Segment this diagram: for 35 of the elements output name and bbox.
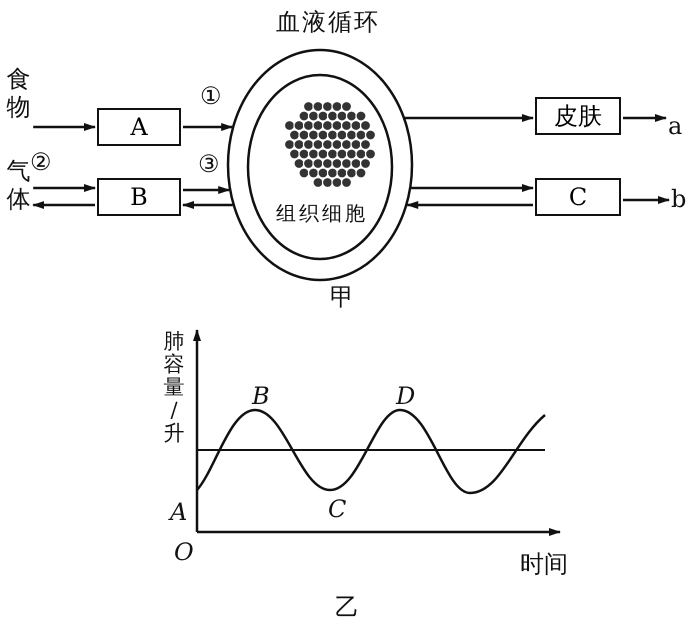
arrow (404, 114, 534, 122)
output-label: a (668, 114, 682, 138)
point-label: A (170, 500, 188, 524)
tissue-cell-circle (246, 73, 394, 261)
heading: 血液循环 (276, 10, 380, 34)
process-box: B (97, 178, 181, 216)
edge-label: ③ (198, 152, 220, 176)
origin-label: O (174, 540, 194, 564)
arrow (623, 196, 670, 204)
process-box: C (535, 178, 621, 216)
arrow (32, 201, 95, 209)
point-label: D (396, 384, 416, 408)
arrow (183, 186, 230, 194)
edge-label: ② (30, 150, 52, 174)
arrow (623, 114, 667, 122)
arrow (411, 184, 534, 192)
circulation-circle (226, 48, 414, 282)
point-label: B (252, 384, 270, 408)
circle-label: 组织细胞 (276, 203, 368, 223)
point-label: C (328, 497, 346, 521)
input-label: 气体 (6, 158, 32, 214)
output-label: b (671, 187, 686, 211)
process-box: A (97, 108, 181, 146)
arrow (406, 201, 533, 209)
organ-box: 皮肤 (535, 97, 621, 135)
arrow (33, 184, 96, 192)
axis-title: 时间 (520, 552, 568, 576)
arrow (33, 123, 96, 131)
figure-label: 乙 (335, 595, 359, 619)
axis-title: 肺容量 / 升 (163, 330, 186, 446)
input-label: 食物 (6, 66, 32, 122)
edge-label: ① (200, 84, 222, 108)
arrow (182, 201, 233, 209)
figure-label: 甲 (330, 285, 354, 309)
arrow (183, 123, 234, 131)
